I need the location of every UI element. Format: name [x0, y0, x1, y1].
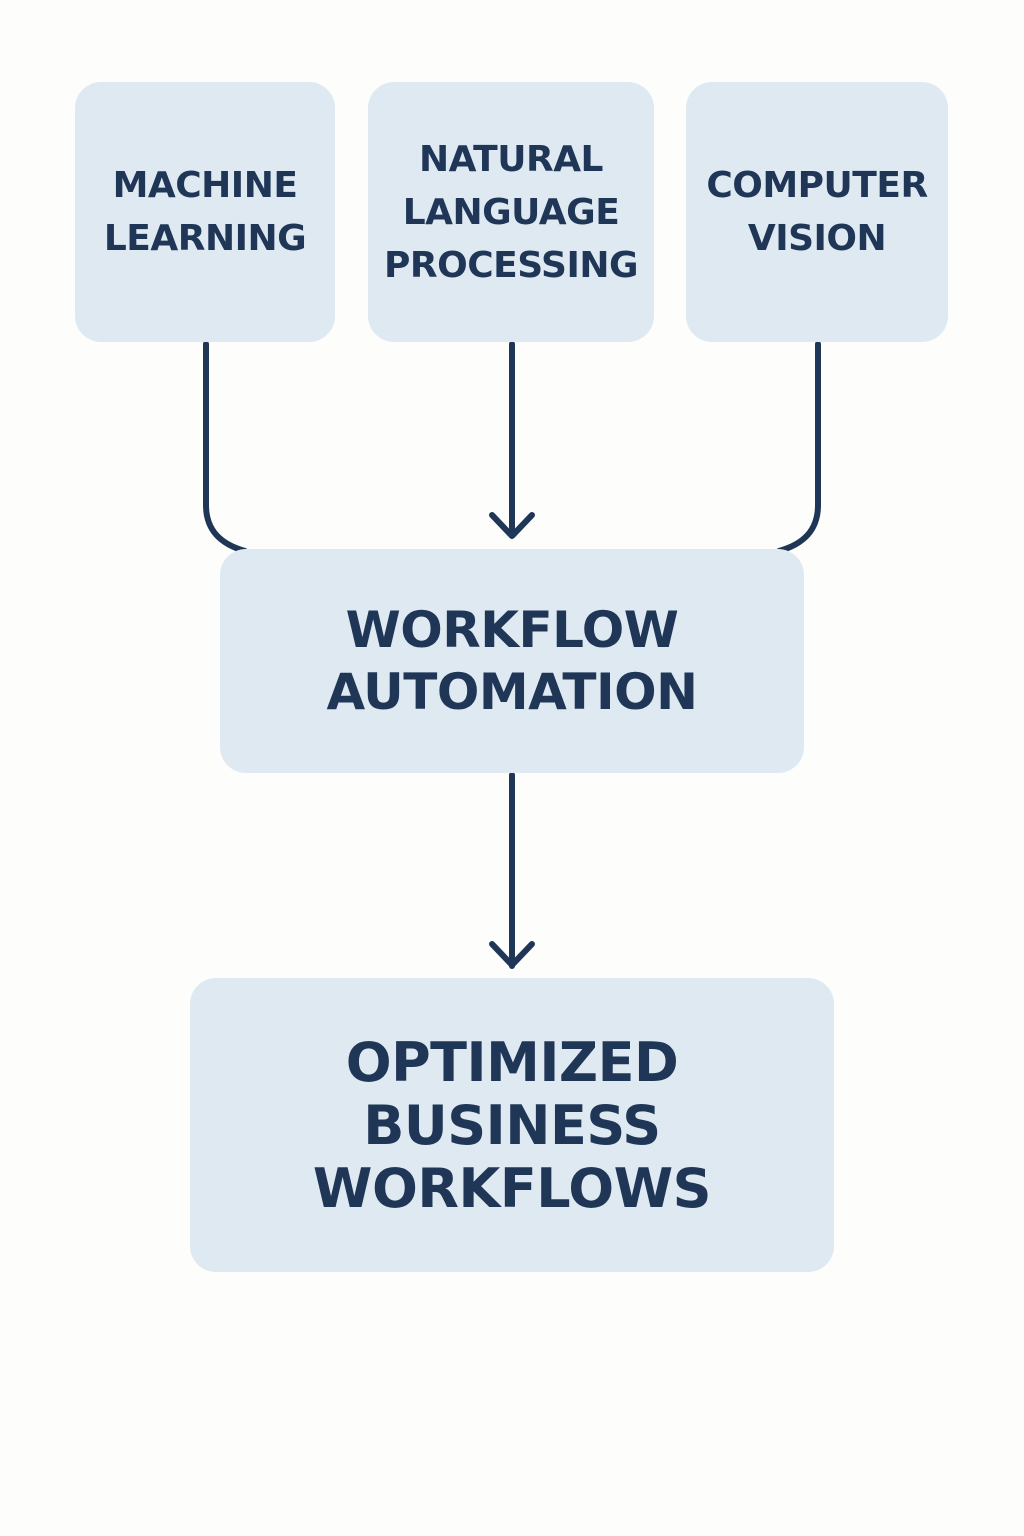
node-natural-language-processing: NATURAL LANGUAGE PROCESSING — [368, 82, 654, 342]
node-machine-learning-label: MACHINE LEARNING — [103, 165, 307, 259]
node-natural-language-processing-label: NATURAL LANGUAGE PROCESSING — [383, 138, 639, 286]
connector-machine-learning — [203, 341, 248, 554]
connector-computer-vision — [776, 341, 821, 554]
node-optimized-business-workflows: OPTIMIZED BUSINESS WORKFLOWS — [190, 978, 834, 1272]
node-computer-vision-label: COMPUTER VISION — [706, 165, 928, 259]
node-machine-learning: MACHINE LEARNING — [75, 82, 335, 342]
node-workflow-automation-label: WORKFLOW AUTOMATION — [326, 601, 698, 721]
node-optimized-business-workflows-label: OPTIMIZED BUSINESS WORKFLOWS — [312, 1030, 712, 1220]
arrowhead-to-optimized-business-workflows — [489, 941, 535, 968]
node-workflow-automation: WORKFLOW AUTOMATION — [220, 549, 804, 773]
arrowhead-to-workflow-automation — [489, 512, 535, 539]
node-computer-vision: COMPUTER VISION — [686, 82, 948, 342]
